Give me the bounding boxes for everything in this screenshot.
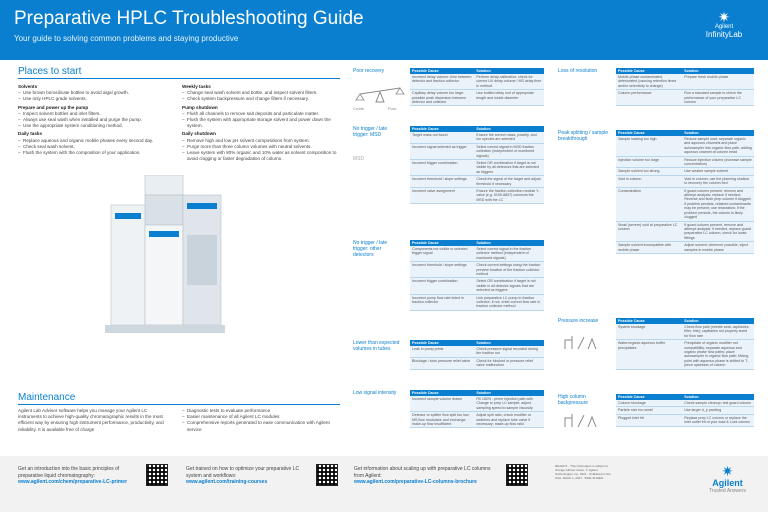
infinitylab-logo: ✷ Agilent InfinityLab	[694, 10, 754, 39]
pressure-gauge-icon	[564, 336, 597, 350]
agilent-logo: ✷ Agilent Trusted Answers	[708, 463, 746, 494]
maintenance-heading: Maintenance	[18, 392, 76, 403]
page-title: Preparative HPLC Troubleshooting Guide	[14, 8, 364, 29]
pressure-increase-label: Pressure increase	[558, 318, 599, 324]
table-row: Mobile phase contaminated, deteriorated …	[616, 74, 754, 91]
places-left-column: Solvents Use brown borosilicate bottles …	[18, 82, 178, 156]
table-row: Incorrect pump flow rate listed in fract…	[410, 294, 544, 311]
no-trigger-msd-label: No trigger / late trigger: MSD	[353, 126, 388, 138]
poor-recovery-label: Poor recovery	[353, 68, 385, 74]
places-heading: Places to start	[18, 66, 82, 77]
training-link[interactable]: www.agilent.com/training-courses	[186, 479, 268, 485]
table-row: Sample solvent incompatible with mobile …	[616, 242, 754, 254]
qr-code-icon	[506, 464, 528, 486]
high-backpressure-label: High column backpressure	[558, 394, 589, 406]
no-trigger-other-label: No trigger / late trigger: other detecto…	[353, 240, 388, 258]
low-signal-label: Low signal intensity	[353, 390, 397, 396]
scale-icon	[355, 87, 405, 103]
table-row: Components not visible in selected trigg…	[410, 246, 544, 263]
table-row: Incorrect delay volume: time between det…	[410, 74, 544, 91]
table-row: Capillary delay volume too large: possib…	[410, 90, 544, 107]
footer-columns: Get information about scaling up with pr…	[354, 466, 499, 486]
places-right-column: Weekly tasks Change seal wash solvent an…	[182, 82, 342, 162]
primer-link[interactable]: www.agilent.com/chem/preparative-LC-prim…	[18, 479, 128, 485]
qr-code-icon	[316, 464, 338, 486]
table-row: Detector or splitter flow split too low;…	[410, 412, 544, 429]
loss-resolution-label: Loss of resolution	[558, 68, 598, 74]
lower-volumes-label: Lower than expected volumes in tubes	[353, 340, 400, 352]
maintenance-rule	[18, 404, 340, 405]
maintenance-bullets: Diagnostic tests to evaluate performance…	[182, 408, 340, 433]
footer-primer: Get an introduction into the basic princ…	[18, 466, 143, 486]
footer: Get an introduction into the basic princ…	[0, 456, 768, 512]
footer-training: Get trained on how to optimize your prep…	[186, 466, 311, 486]
columns-link[interactable]: www.agilent.com/preparative-LC-columns-b…	[354, 479, 477, 485]
page-subtitle: Your guide to solving common problems an…	[14, 34, 239, 43]
header-banner: Preparative HPLC Troubleshooting Guide Y…	[0, 0, 768, 60]
table-row: Small (severe) void at preparative LC co…	[616, 221, 754, 243]
maintenance-text: Agilent Lab Advisor software helps you m…	[18, 408, 164, 432]
peak-split-label: Peak splitting / sample breakthrough	[558, 130, 609, 142]
agilent-spark-icon: ✷	[721, 463, 734, 479]
places-rule	[18, 78, 340, 79]
fine-print: DE44271 · This information is subject to…	[555, 464, 611, 480]
table-row: Water/organic aqueous buffer precipitate…	[616, 340, 754, 370]
qr-code-icon	[146, 464, 168, 486]
hplc-instrument-illustration	[105, 175, 225, 333]
agilent-spark-icon: ✷	[718, 9, 730, 25]
backpressure-icon	[564, 414, 597, 428]
